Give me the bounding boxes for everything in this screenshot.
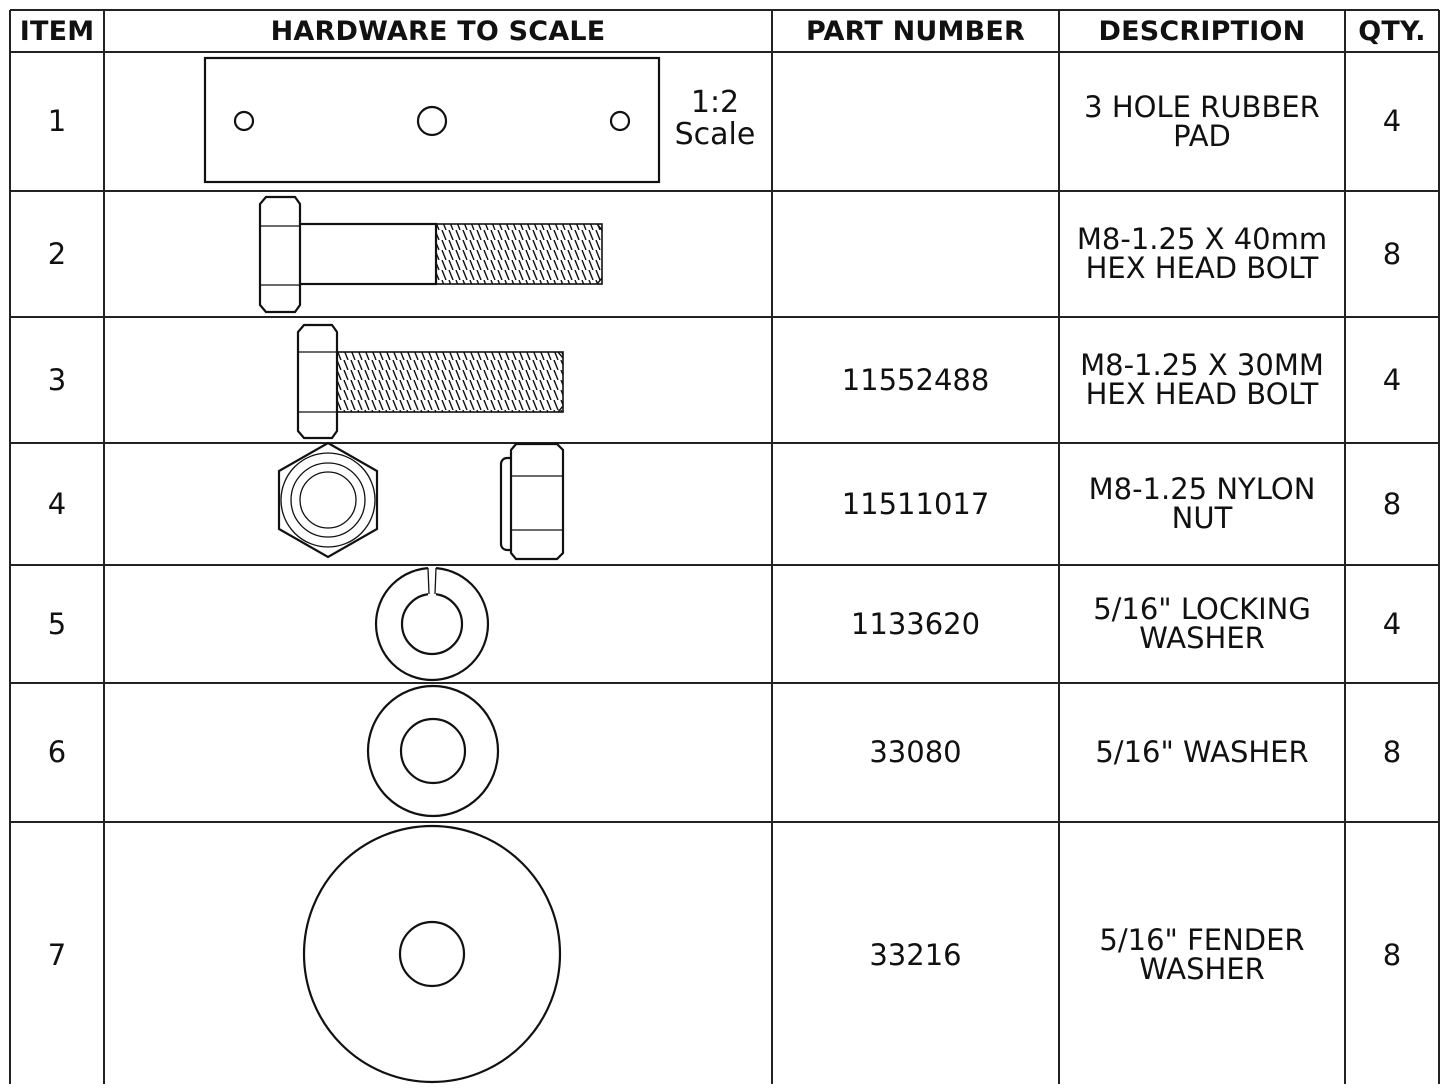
flat-washer-drawing: [366, 684, 500, 818]
row-6-description: 5/16" WASHER: [1095, 735, 1309, 769]
row-1-description: 3 HOLE RUBBER PAD: [1084, 89, 1320, 153]
row-1-qty: 4: [1382, 104, 1402, 138]
row-1-item: 1: [47, 104, 67, 138]
row-4-item: 4: [47, 486, 67, 521]
row-4-description: M8-1.25 NYLON NUT: [1088, 472, 1316, 535]
row-3-qty: 4: [1382, 362, 1402, 397]
row-5-description: 5/16" LOCKING WASHER: [1093, 592, 1311, 655]
header-item: ITEM: [19, 15, 95, 47]
nylon-nut-drawing: [277, 441, 565, 561]
header-description: DESCRIPTION: [1098, 15, 1306, 47]
row-6-qty: 8: [1382, 735, 1402, 769]
rubber-pad-drawing: [203, 56, 661, 184]
row-3-description: M8-1.25 X 30MM HEX HEAD BOLT: [1080, 348, 1324, 411]
row-2-description: M8-1.25 X 40mm HEX HEAD BOLT: [1076, 222, 1328, 285]
fender-washer-drawing: [302, 824, 562, 1084]
row-7-description: 5/16" FENDER WASHER: [1099, 923, 1305, 986]
header-part-number: PART NUMBER: [805, 15, 1025, 47]
row-2-item: 2: [47, 236, 67, 271]
lock-washer-drawing: [374, 566, 490, 682]
header-qty: QTY.: [1358, 15, 1426, 47]
row-7-qty: 8: [1382, 937, 1402, 972]
row-4-qty: 8: [1382, 486, 1402, 521]
hex-bolt-40mm-drawing: [258, 195, 603, 314]
row-6-part-number: 33080: [869, 735, 962, 769]
header-hardware-to-scale: HARDWARE TO SCALE: [270, 15, 606, 47]
row-5-qty: 4: [1382, 606, 1402, 641]
row-7-part-number: 33216: [869, 937, 962, 972]
row-3-item: 3: [47, 362, 67, 397]
row-5-part-number: 1133620: [850, 606, 981, 641]
row-4-part-number: 11511017: [841, 486, 990, 521]
row-5-item: 5: [47, 606, 67, 641]
scale-note: 1:2 Scale: [674, 85, 756, 152]
row-2-qty: 8: [1382, 236, 1402, 271]
row-7-item: 7: [47, 937, 67, 972]
hex-bolt-30mm-drawing: [296, 323, 564, 440]
row-3-part-number: 11552488: [841, 362, 990, 397]
row-6-item: 6: [47, 735, 67, 769]
